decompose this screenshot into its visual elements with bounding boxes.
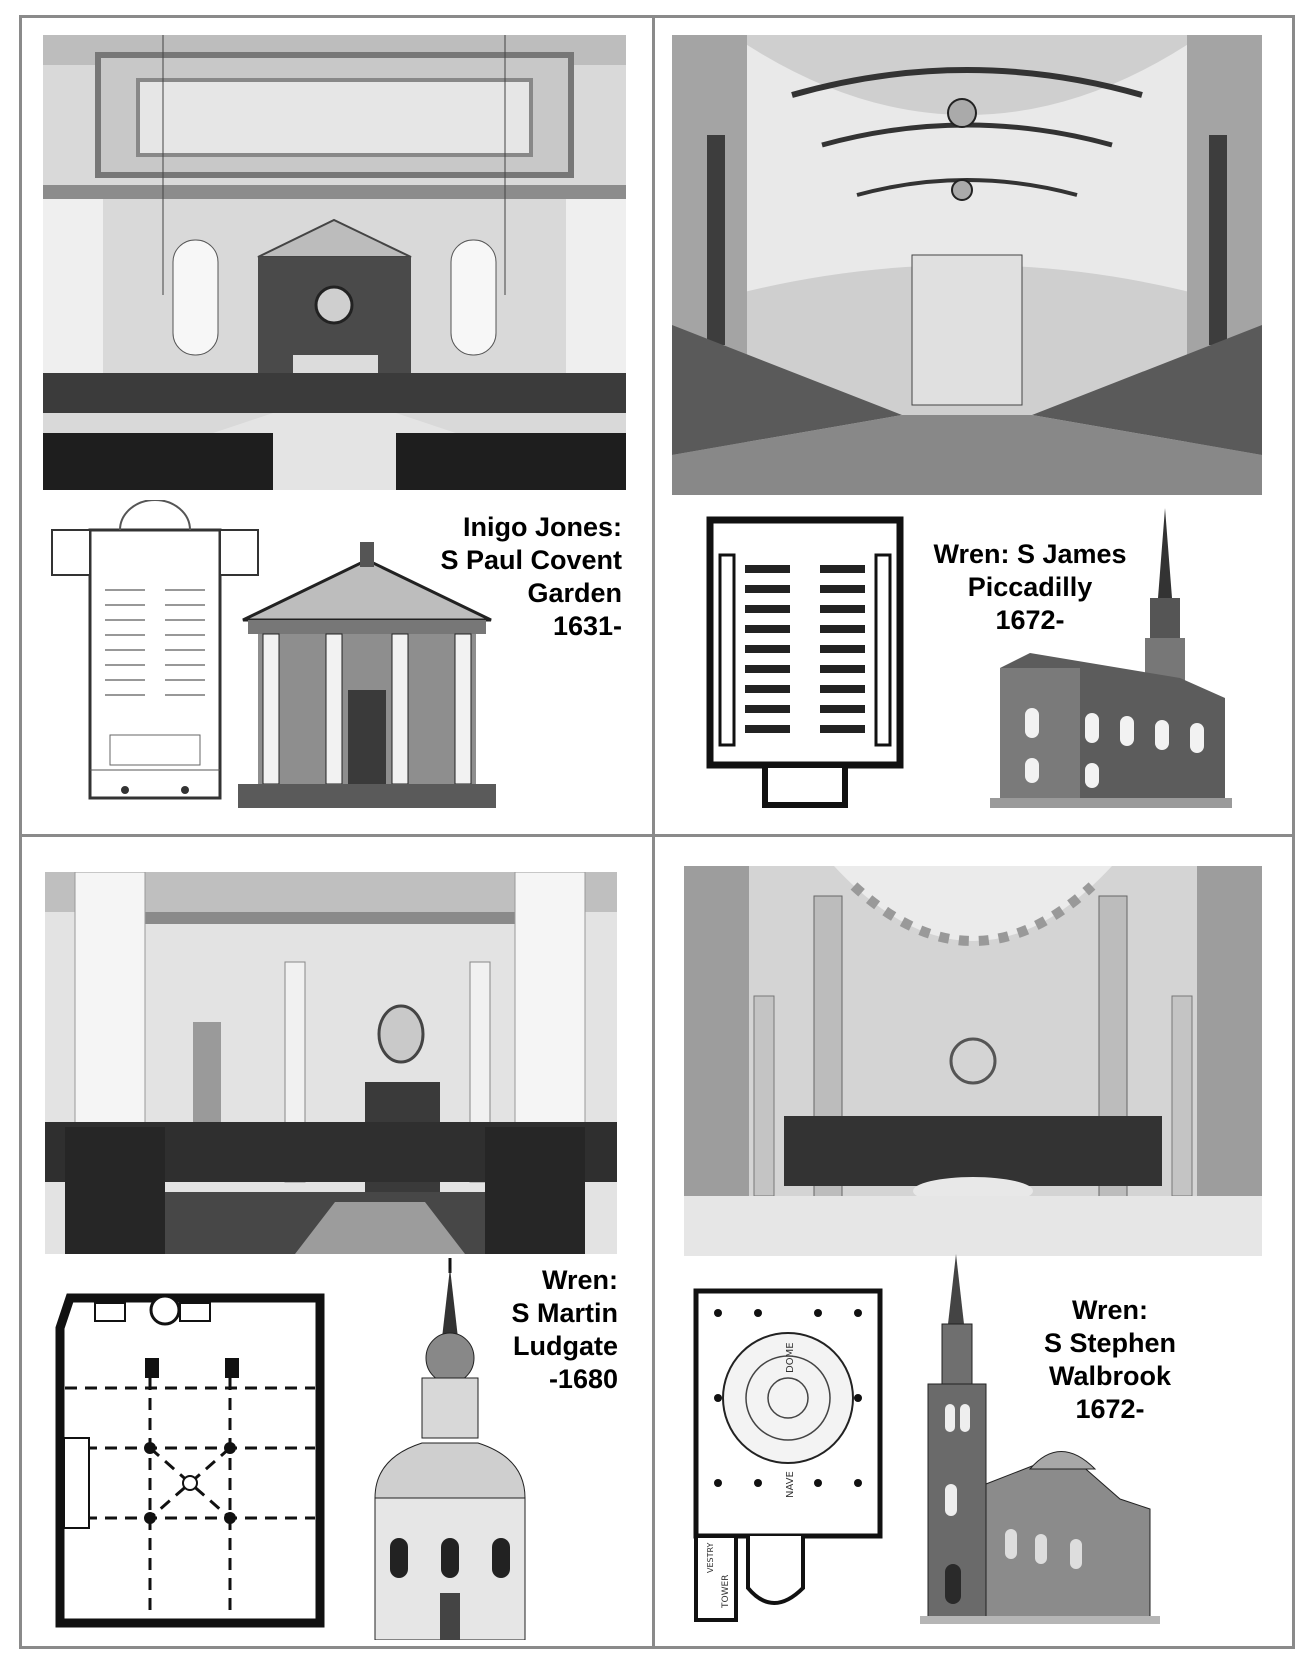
- caption-line: 1631-: [552, 611, 622, 641]
- caption-line: 1672-: [1075, 1394, 1145, 1424]
- caption-line: Inigo Jones:: [462, 512, 622, 542]
- vertical-divider: [652, 15, 655, 1649]
- page-frame: [19, 15, 1295, 1649]
- caption-s-martin-ludgate: Wren: S Martin Ludgate -1680: [460, 1264, 618, 1396]
- exterior-view-with-spire: [990, 508, 1232, 808]
- caption-line: S Paul Covent: [440, 545, 622, 575]
- plan-label-tower: TOWER: [721, 1575, 731, 1609]
- floor-plan: DOME NAVE TOWER VESTRY: [693, 1288, 883, 1623]
- interior-engraving: [672, 35, 1262, 495]
- caption-line: S Martin: [511, 1298, 618, 1328]
- caption-line: Piccadilly: [967, 572, 1093, 602]
- caption-line: -1680: [548, 1364, 618, 1394]
- west-portico-elevation: [238, 540, 496, 808]
- caption-s-paul-covent-garden: Inigo Jones: S Paul Covent Garden 1631-: [396, 511, 622, 643]
- floor-plan: [705, 515, 905, 810]
- interior-photo: [684, 866, 1262, 1256]
- spire-elevation: [370, 1258, 530, 1640]
- caption-s-james-piccadilly: Wren: S James Piccadilly 1672-: [920, 538, 1140, 637]
- caption-line: Wren:: [541, 1265, 618, 1295]
- caption-line: Ludgate: [513, 1331, 618, 1361]
- plan-label-vestry: VESTRY: [706, 1542, 715, 1573]
- horizontal-divider: [19, 834, 1295, 837]
- caption-line: Garden: [527, 578, 622, 608]
- exterior-view-with-tower: [920, 1254, 1160, 1624]
- caption-line: Wren: S James: [933, 539, 1127, 569]
- plan-label-dome: DOME: [785, 1342, 796, 1373]
- caption-line: S Stephen: [1043, 1328, 1177, 1358]
- caption-line: 1672-: [995, 605, 1065, 635]
- caption-line: Wren:: [1071, 1295, 1148, 1325]
- interior-photo: [43, 35, 626, 490]
- caption-s-stephen-walbrook: Wren: S Stephen Walbrook 1672-: [1010, 1294, 1210, 1426]
- caption-line: Walbrook: [1048, 1361, 1171, 1391]
- floor-plan: [50, 1288, 340, 1633]
- interior-photo: [45, 872, 617, 1254]
- floor-plan: [50, 500, 260, 803]
- plan-label-nave: NAVE: [785, 1471, 796, 1498]
